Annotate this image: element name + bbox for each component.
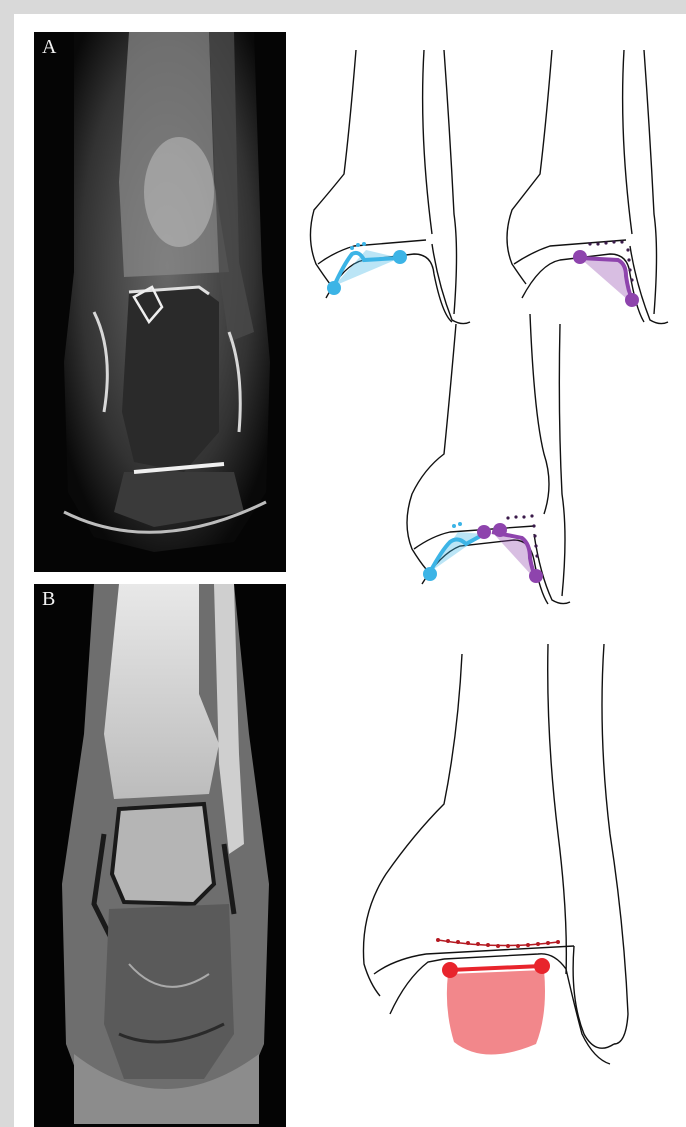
ankle-diagrams	[14, 14, 686, 1127]
ankle-lateral-lesion-diagram-icon	[507, 50, 668, 324]
ankle-combined-lesion-diagram-icon	[407, 314, 570, 604]
ankle-central-lesion-diagram-icon	[363, 644, 628, 1064]
figure-page: A B	[14, 14, 686, 1127]
ankle-medial-lesion-diagram-icon	[310, 50, 470, 324]
